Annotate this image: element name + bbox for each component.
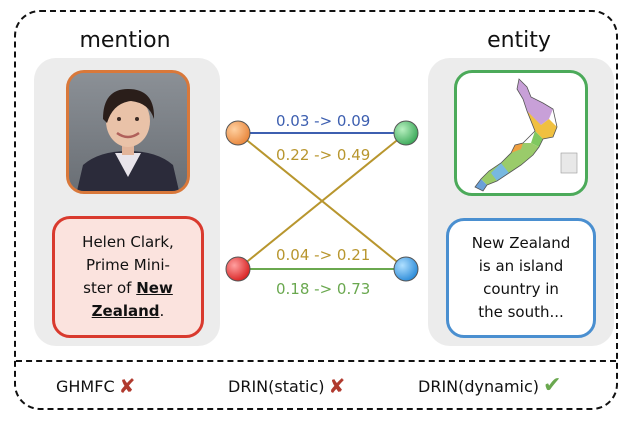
entity-line-3: country in [483,280,559,298]
entity-line-4: the south... [478,303,564,321]
section-divider [16,360,616,362]
mention-highlight-2: Zealand [91,302,160,320]
method-drin-dynamic: DRIN(dynamic) ✔ [418,373,562,398]
mention-line-2: Prime Mini- [86,256,170,274]
method-ghmfc: GHMFC ✘ [56,376,135,396]
new-zealand-map-icon [474,78,578,192]
entity-line-1: New Zealand [471,234,571,252]
edge-label-3: 0.04 -> 0.21 [276,246,371,264]
x-mark-icon: ✘ [118,374,136,398]
entity-heading: entity [487,28,551,53]
mention-heading: mention [79,28,171,53]
method-name: DRIN(static) [228,376,325,396]
entity-text-card: New Zealand is an island country in the … [446,218,596,338]
portrait-image [66,70,190,194]
edge-label-1: 0.03 -> 0.09 [276,112,371,130]
edge-label-4: 0.18 -> 0.73 [276,280,371,298]
mention-line-4-suffix: . [159,302,165,320]
method-drin-static: DRIN(static) ✘ [228,376,345,396]
outer-frame [14,10,618,410]
mention-line-1: Helen Clark, [82,233,174,251]
x-mark-icon: ✘ [328,374,346,398]
edge-label-2: 0.22 -> 0.49 [276,146,371,164]
mention-highlight-1: New [136,279,173,297]
mention-text-card: Helen Clark, Prime Mini- ster of New Zea… [52,216,204,338]
method-name: DRIN(dynamic) [418,376,540,396]
portrait-icon [69,73,187,191]
method-name: GHMFC [56,376,115,396]
check-mark-icon: ✔ [543,373,562,398]
entity-line-2: is an island [478,257,564,275]
mention-line-3: ster of [83,279,137,297]
map-image [454,70,588,196]
